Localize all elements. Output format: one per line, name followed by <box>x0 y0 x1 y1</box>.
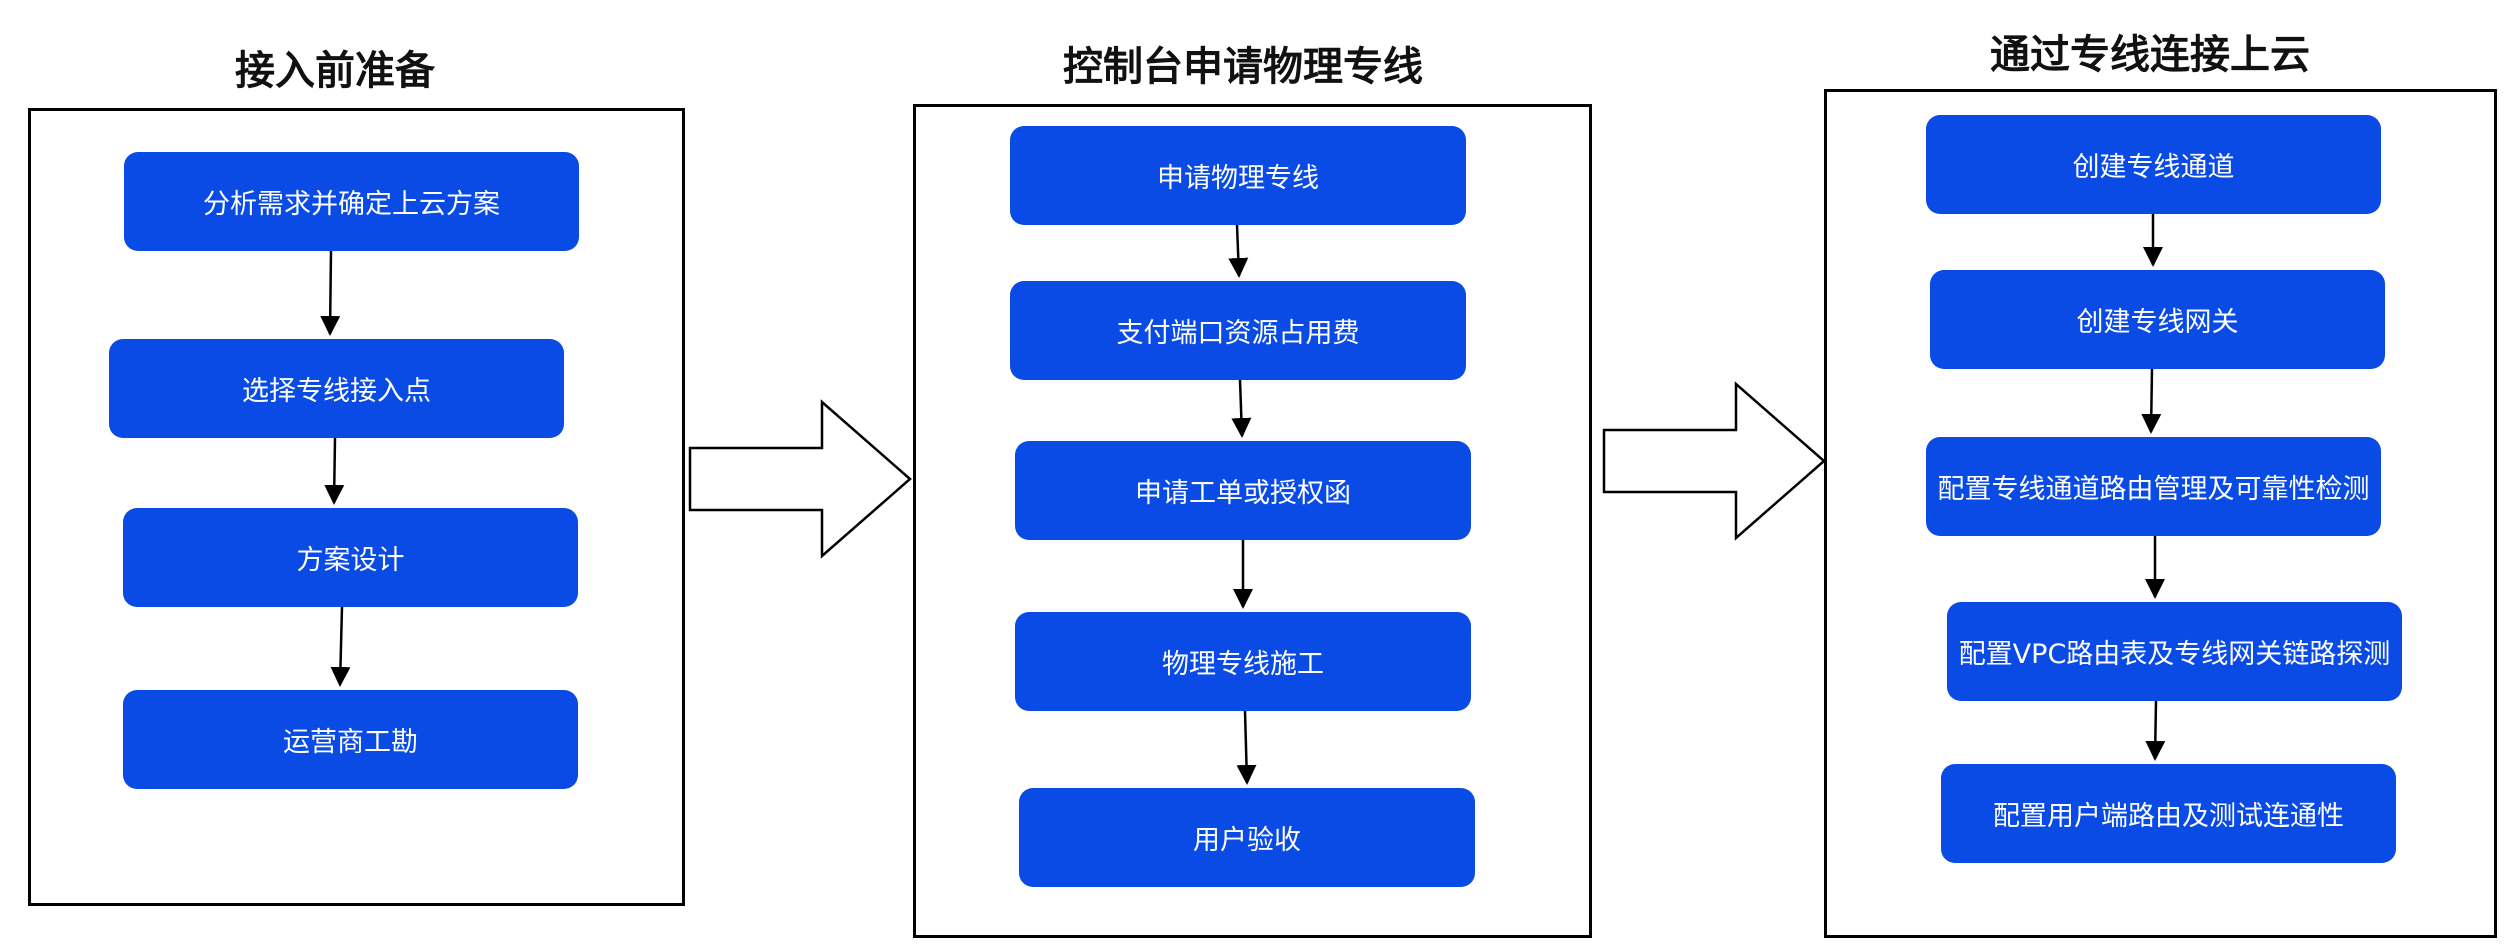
step-create-gateway[interactable]: 创建专线网关 <box>1930 270 2385 369</box>
stage-transition-arrow <box>1602 381 1826 541</box>
connector-arrow <box>1236 710 1257 785</box>
connector-arrow <box>1228 224 1249 278</box>
connector-arrow <box>320 250 341 336</box>
step-pay-port-fee[interactable]: 支付端口资源占用费 <box>1010 281 1466 380</box>
step-configure-channel-routing[interactable]: 配置专线通道路由管理及可靠性检测 <box>1926 437 2381 536</box>
step-physical-line-construction[interactable]: 物理专线施工 <box>1015 612 1471 711</box>
stage-title-prepare: 接入前准备 <box>235 48 435 94</box>
connector-arrow <box>2145 700 2166 761</box>
stage-title-connect-cloud: 通过专线连接上云 <box>1990 32 2310 78</box>
step-configure-vpc-route[interactable]: 配置VPC路由表及专线网关链路探测 <box>1947 602 2402 701</box>
step-carrier-survey[interactable]: 运营商工勘 <box>123 690 578 789</box>
connector-arrow <box>2141 368 2162 434</box>
step-user-acceptance[interactable]: 用户验收 <box>1019 788 1475 887</box>
stage-title-console-apply: 控制台申请物理专线 <box>1063 44 1423 90</box>
step-solution-design[interactable]: 方案设计 <box>123 508 578 607</box>
step-apply-physical-line[interactable]: 申请物理专线 <box>1010 126 1466 225</box>
connector-arrow <box>1231 379 1252 438</box>
step-select-access-point[interactable]: 选择专线接入点 <box>109 339 564 438</box>
step-create-channel[interactable]: 创建专线通道 <box>1926 115 2381 214</box>
step-analyze-requirements[interactable]: 分析需求并确定上云方案 <box>124 152 579 251</box>
connector-arrow <box>330 606 351 687</box>
connector-arrow <box>324 437 345 505</box>
step-configure-user-route[interactable]: 配置用户端路由及测试连通性 <box>1941 764 2396 863</box>
step-apply-ticket-authorization[interactable]: 申请工单或授权函 <box>1015 441 1471 540</box>
stage-transition-arrow <box>688 399 912 559</box>
